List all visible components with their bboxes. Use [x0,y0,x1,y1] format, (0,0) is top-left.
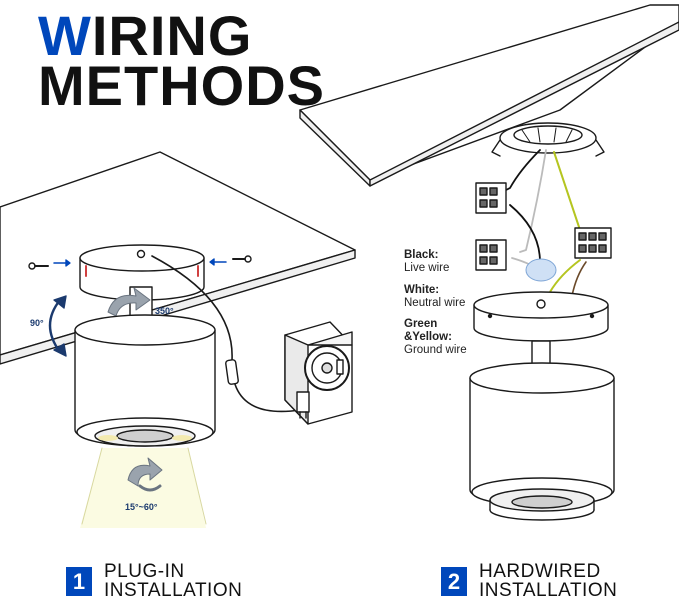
plug-icon [284,321,353,425]
lamp-head-left [74,314,216,447]
method-plug-in: 1 PLUG-IN INSTALLATION [66,562,242,600]
rotate-angle-label: 350° [155,306,174,316]
method-caption: PLUG-IN INSTALLATION [104,562,242,600]
black-wire [505,149,541,191]
wire-desc: Neutral wire [404,297,466,309]
wire-desc: Live wire [404,262,450,274]
method-hardwired: 2 HARDWIRED INSTALLATION [441,562,617,600]
screw-icon [209,255,252,266]
wire-connector [475,182,507,214]
beam-angle-label: 15°~60° [125,502,158,512]
tilt-angle-label: 90° [30,318,44,328]
wire-name: White: [404,284,440,296]
wire-name: Green &Yellow: [404,318,452,343]
method-number-badge: 2 [441,567,467,596]
curved-arrow-icon [127,457,163,487]
curved-arrow-icon [107,287,151,317]
method-line2: INSTALLATION [479,580,618,601]
method-caption: HARDWIRED INSTALLATION [479,562,617,600]
mounting-base-right [473,291,609,342]
wire-connector [574,227,612,259]
method-number-badge: 1 [66,567,92,596]
title-accent: W [38,4,92,67]
page-title-line2: METHODS [38,54,325,117]
screw-icon [28,259,71,270]
title-line1: IRING [91,4,253,67]
ground-wire [553,151,581,231]
wire-label-ground: Green &Yellow: Ground wire [404,318,467,357]
junction-bracket [491,122,605,157]
lamp-head-right [469,362,615,521]
wire-label-white: White: Neutral wire [404,284,465,310]
wire-connector [475,239,507,271]
method-line1: HARDWIRED [479,561,601,582]
wire-name: Black: [404,249,439,261]
wire-desc: Ground wire [404,344,467,356]
page-title: WIRING [38,8,252,64]
inline-switch-icon [225,359,239,385]
wire-label-black: Black: Live wire [404,249,449,275]
method-line1: PLUG-IN [104,561,185,582]
method-line2: INSTALLATION [104,580,243,601]
white-wire [519,149,547,253]
ceiling-right [299,4,679,187]
